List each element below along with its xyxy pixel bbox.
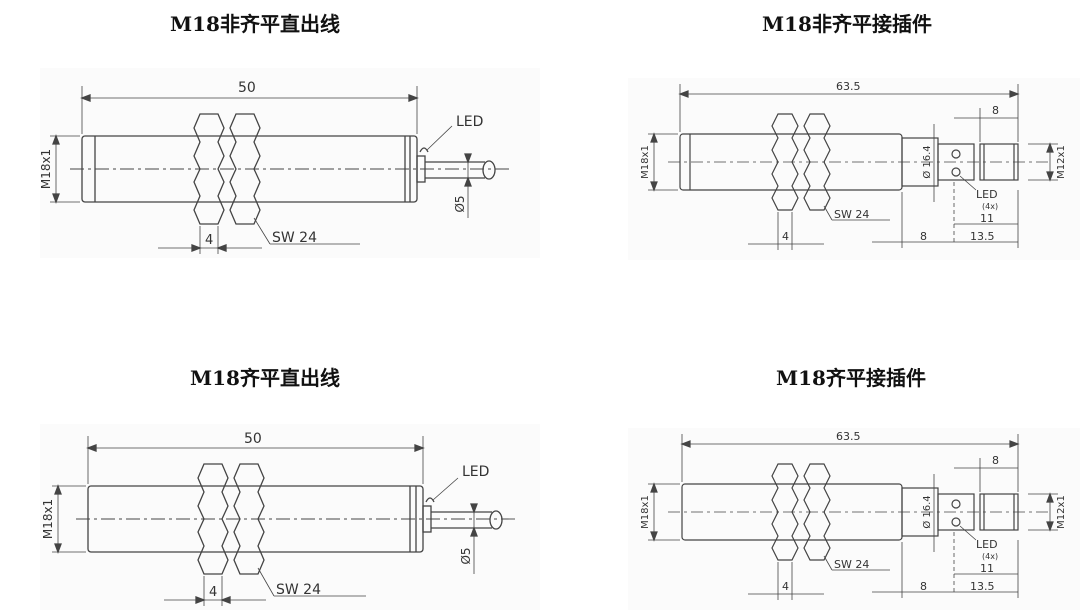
- nut-right: [233, 463, 265, 575]
- sw-label: SW 24: [834, 558, 869, 571]
- conn-thread-label: M12x1: [1056, 145, 1067, 179]
- thread-label: M18x1: [640, 145, 651, 179]
- connector-sensor-svg-2: 63.5 8 M18x1 Ø 16.4 M12x1 LED (4x) 11 13…: [640, 80, 1067, 250]
- cable-gland: [416, 155, 426, 183]
- panel-title-3: M18齐平直出线: [190, 366, 340, 390]
- nut-right: [803, 113, 831, 211]
- led-bump: [419, 147, 429, 153]
- panel-title-2: M18非齐平接插件: [762, 12, 932, 36]
- thread-label: M18x1: [41, 499, 55, 539]
- thread-label: M18x1: [640, 495, 651, 529]
- nut-left: [193, 113, 225, 225]
- thread-label: M18x1: [40, 149, 53, 189]
- connector-sensor-drawing-2: 63.5 8 M18x1 Ø 16.4 M12x1 LED (4x) 11 13…: [628, 78, 1080, 260]
- nut-left: [197, 463, 229, 575]
- d8-label: 8: [920, 580, 927, 593]
- led-count-label: (4x): [982, 202, 998, 211]
- diameter-label: Ø 16.4: [921, 145, 933, 178]
- nut-width-label: 4: [209, 585, 217, 600]
- led-label: LED: [976, 188, 998, 201]
- nut-left: [771, 463, 799, 561]
- nut-width-label: 4: [205, 233, 213, 248]
- panel-title-4: M18齐平接插件: [776, 366, 926, 390]
- led-count-label: (4x): [982, 552, 998, 561]
- cable-dia-label: Ø5: [459, 547, 473, 564]
- length-label: 63.5: [836, 80, 861, 93]
- conn-len-label: 8: [992, 454, 999, 467]
- connector-body: [937, 143, 975, 181]
- cable-end: [482, 160, 496, 180]
- led-2: [951, 167, 961, 177]
- cable-sensor-svg-3: 50 M18x1 4 SW 24 LED Ø5: [41, 431, 516, 606]
- d8-label: 8: [920, 230, 927, 243]
- led-label: LED: [462, 464, 489, 480]
- led-label: LED: [456, 114, 483, 130]
- d13-label: 13.5: [970, 580, 995, 593]
- led-1: [951, 499, 961, 509]
- length-label: 63.5: [836, 430, 861, 443]
- led-bump: [425, 497, 435, 503]
- sw-label: SW 24: [276, 582, 321, 598]
- cable-sensor-svg-1: 50 M18x1 4 SW 24 LED Ø5: [39, 80, 510, 254]
- connector-thread: [979, 143, 1019, 181]
- connector-sensor-svg-4: 63.5 8 M18x1 Ø 16.4 M12x1 LED (4x) 11 13…: [640, 430, 1067, 600]
- cable-dia-label: Ø5: [453, 195, 467, 212]
- conn-len-label: 8: [992, 104, 999, 117]
- connector-body: [937, 493, 975, 531]
- nut-left: [771, 113, 799, 211]
- diameter-label: Ø 16.4: [921, 495, 933, 528]
- d13-label: 13.5: [970, 230, 995, 243]
- cable-end: [489, 510, 503, 530]
- led-label: LED: [976, 538, 998, 551]
- nut-right: [229, 113, 261, 225]
- connector-sensor-drawing-4: 63.5 8 M18x1 Ø 16.4 M12x1 LED (4x) 11 13…: [628, 428, 1080, 610]
- connector-thread: [979, 493, 1019, 531]
- sw-label: SW 24: [272, 230, 317, 246]
- cable-sensor-drawing-3: 50 M18x1 4 SW 24 LED Ø5: [40, 424, 540, 610]
- nut-width-label: 4: [782, 230, 789, 243]
- cable-gland: [422, 505, 432, 533]
- led-2: [951, 517, 961, 527]
- d11-label: 11: [980, 562, 994, 575]
- length-label: 50: [244, 431, 262, 447]
- led-1: [951, 149, 961, 159]
- nut-width-label: 4: [782, 580, 789, 593]
- d11-label: 11: [980, 212, 994, 225]
- nut-right: [803, 463, 831, 561]
- conn-thread-label: M12x1: [1056, 495, 1067, 529]
- panel-title-1: M18非齐平直出线: [170, 12, 340, 36]
- length-label: 50: [238, 80, 256, 96]
- cable-sensor-drawing-1: 50 M18x1 4 SW 24 LED Ø5: [39, 68, 540, 258]
- sw-label: SW 24: [834, 208, 869, 221]
